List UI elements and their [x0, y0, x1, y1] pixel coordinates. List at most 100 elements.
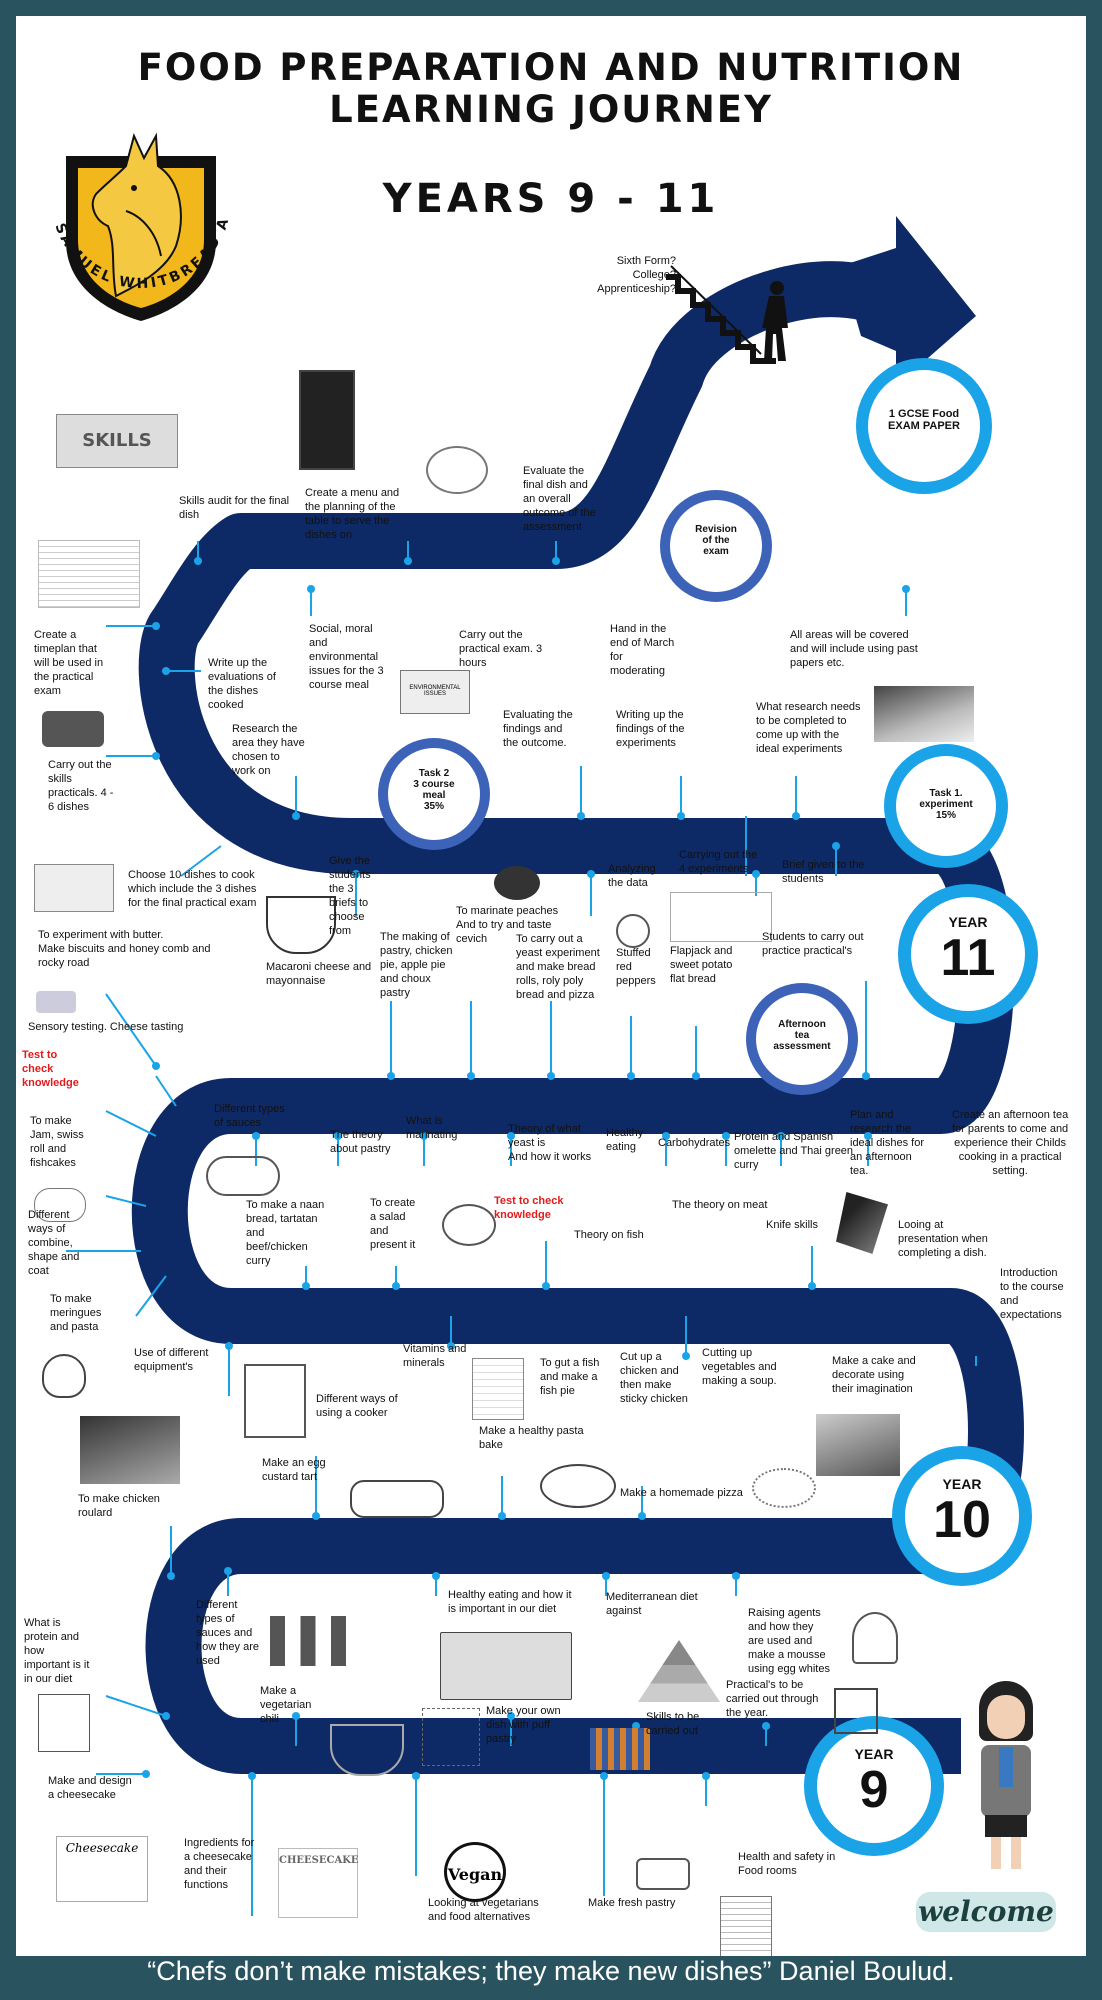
label-carry-out-exam: Carry out the practical exam. 3 hours [459, 629, 543, 669]
label-choose-10: Choose 10 dishes to cook which include t… [128, 869, 257, 909]
hands-cooking-image [42, 711, 104, 747]
label-raising-agents: Raising agents and how they are used and… [748, 1607, 830, 1675]
swiss-roll-image [34, 1188, 86, 1222]
chili-bowl-image [330, 1724, 404, 1776]
label-cutting-veg: Cutting up vegetables and making a soup. [702, 1347, 777, 1387]
label-experiment-butter: To experiment with butter. Make biscuits… [38, 929, 211, 969]
sauce-bottles-image [270, 1616, 346, 1666]
label-knife-skills: Knife skills [766, 1219, 818, 1231]
vegan-logo: Vegan [444, 1842, 506, 1902]
place-setting-image [426, 446, 488, 494]
environmental-image: ENVIRONMENTAL ISSUES [400, 670, 470, 714]
open-book-image [874, 686, 974, 742]
label-skills-carried: Skills to be carried out [646, 1711, 700, 1737]
label-mediterranean: Mediterranean diet against [606, 1591, 698, 1617]
label-protein-spanish: Protein and Spanish omelette and Thai gr… [734, 1131, 854, 1171]
label-puff-pastry: Make your own dish with puff pastry [486, 1705, 561, 1745]
stuffed-peppers-image [616, 914, 650, 948]
safety-sheet-image [720, 1896, 772, 1956]
cheese-image [36, 991, 76, 1013]
label-yeast-experiment: To carry out a yeast experiment and make… [516, 933, 600, 1001]
label-introduction: Introduction to the course and expectati… [1000, 1267, 1064, 1321]
label-hand-in: Hand in the end of March for moderating [610, 623, 675, 677]
label-test-check-1: Test to check knowledge [22, 1049, 79, 1089]
label-healthy-eating: Healthy eating [606, 1127, 644, 1153]
label-homemade-pizza: Make a homemade pizza [620, 1487, 743, 1499]
label-naan: To make a naan bread, tartatan and beef/… [246, 1199, 325, 1267]
task1-label: Task 1. experiment 15% [919, 788, 973, 821]
academy-crest [66, 132, 216, 321]
label-evaluate-final: Evaluate the final dish and an overall o… [523, 465, 596, 533]
label-health-safety: Health and safety in Food rooms [738, 1851, 836, 1877]
milestone-revision [660, 490, 772, 602]
years-heading: YEARS 9 - 11 [382, 176, 720, 222]
label-ingredients-cheesecake: Ingredients for a cheesecake and their f… [184, 1837, 255, 1891]
label-vitamins: Vitamins and minerals [403, 1343, 467, 1369]
protein-foods-image [38, 1694, 90, 1752]
pasta-bake-image [540, 1464, 616, 1508]
label-protein-diet: What is protein and how important is it … [24, 1617, 90, 1685]
label-egg-custard: Make an egg custard tart [262, 1457, 326, 1483]
label-fresh-pastry: Make fresh pastry [588, 1897, 676, 1909]
timeplan-table-image [38, 540, 140, 608]
label-cooker: Different ways of using a cooker [316, 1393, 398, 1419]
label-timeplan: Create a timeplan that will be used in t… [34, 629, 104, 697]
revision-label: Revision of the exam [695, 524, 737, 557]
footer-quote: “Chefs don’t make mistakes; they make ne… [147, 1956, 955, 1986]
year10-word: YEAR [942, 1476, 982, 1492]
label-brief-given: Brief given to the students [782, 859, 865, 885]
label-veg-chili: Make a vegetarian chili [260, 1685, 312, 1725]
poster: SAMUEL WHITBREAD ACADEMY FOOD PREPARATIO… [16, 16, 1086, 1956]
milestone-task2 [378, 738, 490, 850]
label-all-areas: All areas will be covered and will inclu… [790, 629, 918, 669]
next-steps-label: Sixth Form? College? Apprenticeship? [597, 255, 676, 295]
label-vegetarians: Looking at vegetarians and food alternat… [428, 1897, 539, 1923]
label-create-afternoon: Create an afternoon tea for parents to c… [952, 1109, 1069, 1177]
year11-number: 11 [940, 929, 996, 987]
skills-collage-image [590, 1728, 650, 1770]
milestone-year10 [892, 1446, 1032, 1586]
experiment-diagram-image [670, 892, 772, 942]
chicken-roulard-image [80, 1416, 180, 1484]
label-skills-audit: Skills audit for the final dish [179, 495, 290, 521]
road-arrowhead [841, 216, 976, 386]
label-write-up-eval: Write up the evaluations of the dishes c… [208, 657, 276, 711]
gcse-label: 1 GCSE Food EXAM PAPER [888, 408, 960, 432]
year9-number: 9 [859, 1761, 889, 1819]
label-what-marinating: What is marinating [406, 1115, 458, 1141]
skills-wordcloud-image: SKILLS [56, 414, 178, 468]
milestone-afternoon-tea [746, 983, 858, 1095]
label-practice-practicals: Students to carry out practice practical… [762, 931, 864, 957]
label-carbohydrates: Carbohydrates [658, 1137, 731, 1149]
cake-slice-image [816, 1414, 900, 1476]
label-evaluating-findings: Evaluating the findings and the outcome. [503, 709, 573, 749]
label-give-students: Give the students the 3 briefs to choose… [329, 855, 371, 937]
label-sensory: Sensory testing. Cheese tasting [28, 1021, 184, 1033]
title-line-1: FOOD PREPARATION AND NUTRITION [137, 46, 965, 89]
milestone-task1 [884, 744, 1008, 868]
label-pasta-bake: Make a healthy pasta bake [479, 1425, 584, 1451]
label-plan-research: Plan and research the ideal dishes for a… [850, 1109, 924, 1177]
label-marinate-peaches: To marinate peaches And to try and taste… [456, 905, 559, 945]
title-line-2: LEARNING JOURNEY [329, 88, 773, 131]
eatwell-plate-image [440, 1632, 572, 1700]
label-jam-swiss: To make Jam, swiss roll and fishcakes [30, 1115, 84, 1169]
label-social-moral: Social, moral and environmental issues f… [309, 623, 384, 691]
meringue-image [42, 1354, 86, 1398]
label-theory-meat: The theory on meat [672, 1199, 768, 1211]
label-theory-fish: Theory on fish [574, 1229, 644, 1241]
dishes-collage-image [34, 864, 114, 912]
year9-word: YEAR [854, 1746, 894, 1762]
label-analyzing: Analyzing the data [608, 863, 656, 889]
cheesecake-book-image: Cheesecake [56, 1836, 148, 1902]
label-research-area: Research the area they have chosen to wo… [232, 723, 305, 777]
salad-bowl-image [442, 1204, 496, 1246]
pastry-image [636, 1858, 690, 1890]
milestone-year9 [804, 1716, 944, 1856]
label-carrying-out-4: Carrying out the 4 experiments [679, 849, 758, 875]
label-combine: Different ways of combine, shape and coa… [28, 1209, 80, 1277]
checklist-icon [834, 1688, 878, 1734]
label-stuffed-peppers: Stuffed red peppers [616, 947, 656, 987]
custard-tarts-image [350, 1480, 444, 1518]
year10-number: 10 [933, 1491, 991, 1549]
